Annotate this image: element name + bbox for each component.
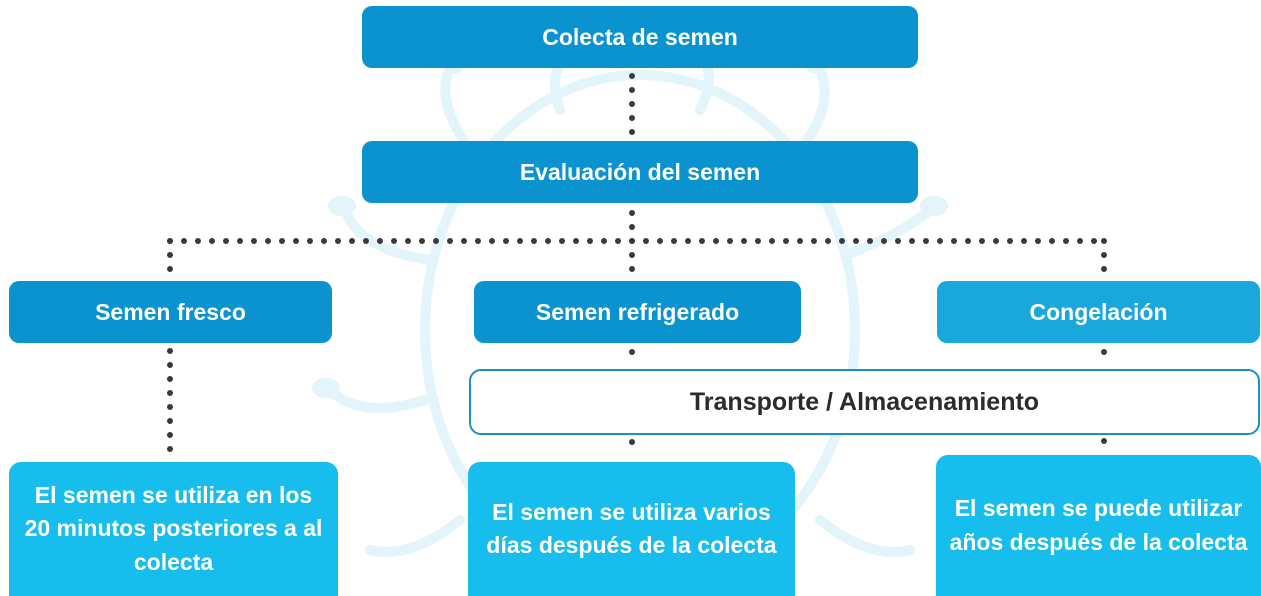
node-label: El semen se utiliza en los 20 minutos po… [24,481,323,575]
node-output-congelacion: El semen se puede utilizar años después … [936,455,1261,596]
node-semen-refrigerado: Semen refrigerado [474,281,801,343]
node-transporte-almacenamiento: Transporte / Almacenamiento [469,369,1260,435]
node-label: El semen se puede utilizar años después … [949,495,1248,555]
node-label: Colecta de semen [542,23,738,50]
node-label: Semen fresco [95,298,246,325]
node-output-fresco: El semen se utiliza en los 20 minutos po… [9,462,338,596]
node-congelacion: Congelación [937,281,1260,343]
node-label: Congelación [1029,298,1168,325]
node-evaluacion-del-semen: Evaluación del semen [362,141,918,203]
node-semen-fresco: Semen fresco [9,281,332,343]
node-label: El semen se utiliza varios días después … [486,498,777,558]
node-label: Semen refrigerado [535,298,740,325]
node-output-refrigerado: El semen se utiliza varios días después … [468,462,795,596]
node-colecta-de-semen: Colecta de semen [362,6,918,68]
node-label: Transporte / Almacenamiento [689,387,1040,416]
node-label: Evaluación del semen [519,158,761,185]
